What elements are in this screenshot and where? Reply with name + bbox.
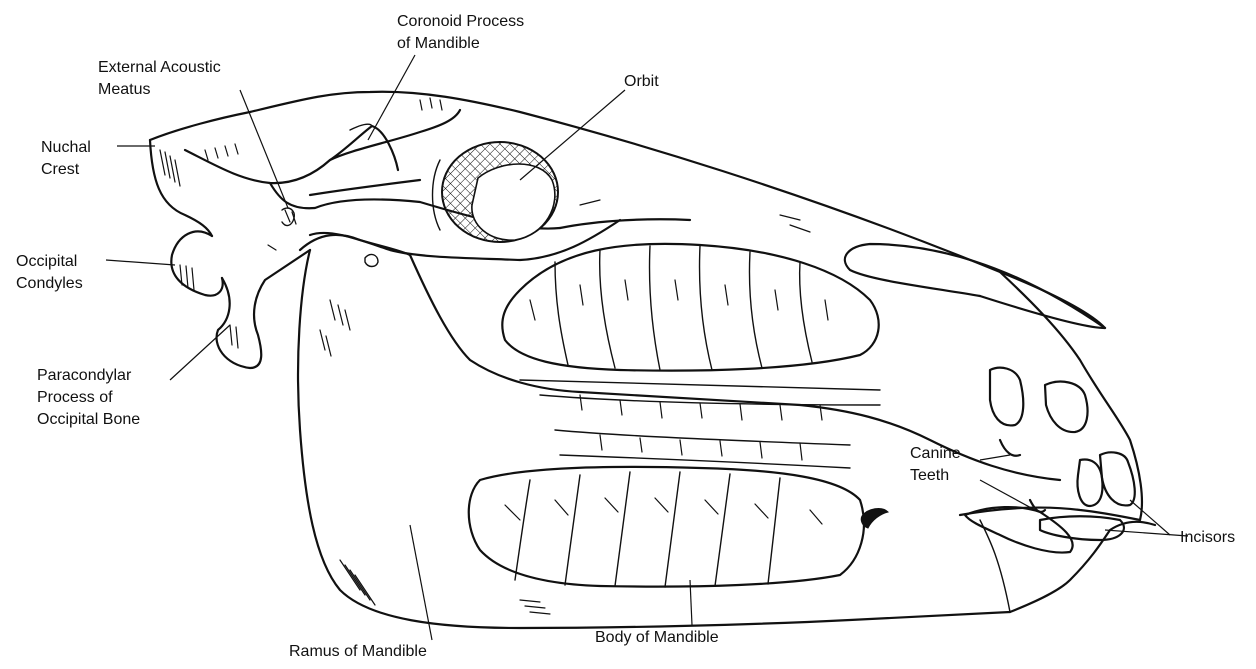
leader-occipital-condyles xyxy=(106,260,175,265)
leader-canine-upper xyxy=(980,455,1010,460)
label-ramus-of-mandible: Ramus of Mandible xyxy=(289,643,427,660)
upper-cheek-teeth xyxy=(502,244,878,371)
leader-orbit xyxy=(520,90,625,180)
skull-outline xyxy=(150,92,1142,520)
label-paracondylar-process: Paracondylar Process of Occipital Bone xyxy=(37,367,140,428)
label-body-of-mandible: Body of Mandible xyxy=(595,629,719,646)
leader-canine-lower xyxy=(980,480,1035,510)
incisor-teeth xyxy=(965,368,1135,553)
label-external-acoustic-meatus: External Acoustic Meatus xyxy=(98,59,225,98)
label-nuchal-crest: Nuchal Crest xyxy=(41,139,95,178)
leader-incisors-lower xyxy=(1105,530,1188,536)
leader-incisors-upper xyxy=(1130,500,1170,535)
labels: Coronoid Process of Mandible External Ac… xyxy=(16,13,1235,660)
leader-lines xyxy=(106,55,1188,640)
label-orbit: Orbit xyxy=(624,73,659,90)
cheek-teeth-rows xyxy=(520,380,880,468)
label-canine-teeth: Canine Teeth xyxy=(910,445,965,484)
mental-foramen xyxy=(861,509,888,528)
lower-cheek-teeth xyxy=(469,467,864,587)
orbit-shape xyxy=(433,142,559,242)
label-incisors: Incisors xyxy=(1180,529,1235,546)
leader-coronoid xyxy=(368,55,415,140)
acoustic-meatus-shape xyxy=(282,208,378,267)
label-coronoid-process: Coronoid Process of Mandible xyxy=(397,13,529,52)
canine-teeth-shapes xyxy=(1000,440,1045,512)
label-occipital-condyles: Occipital Condyles xyxy=(16,253,83,292)
